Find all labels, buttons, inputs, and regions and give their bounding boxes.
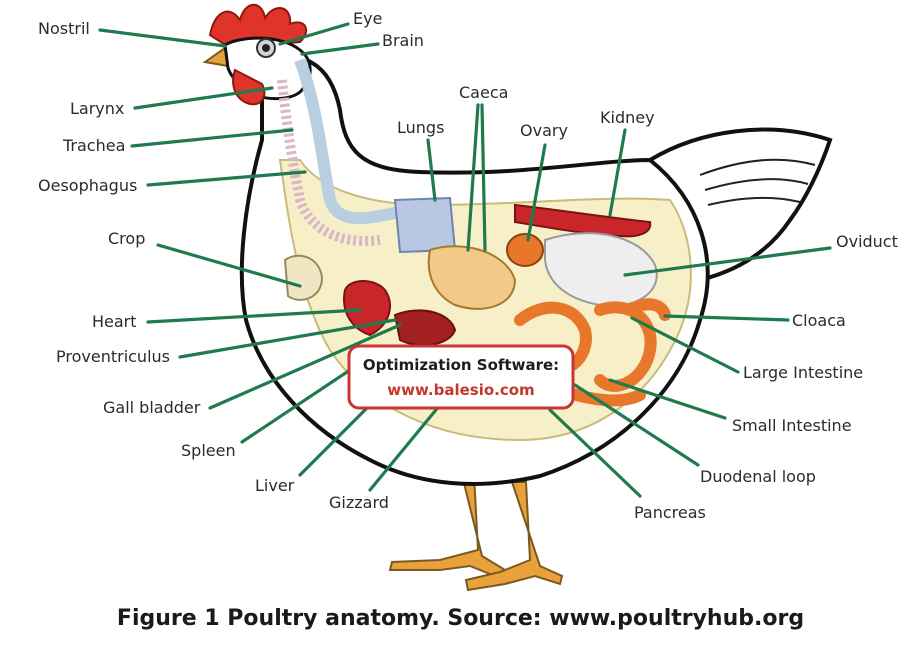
kidney-shape (514, 203, 652, 238)
tail-feather-lines (699, 158, 816, 206)
leader-duodenal-loop (573, 383, 700, 467)
label-eye: Eye (353, 9, 382, 28)
watermark-title: Optimization Software: (363, 356, 559, 374)
label-cloaca: Cloaca (792, 311, 846, 330)
label-nostril: Nostril (38, 19, 90, 38)
leader-liver (298, 398, 377, 477)
leader-oesophagus (146, 170, 307, 187)
label-gizzard: Gizzard (329, 493, 389, 512)
watermark: Optimization Software: www.balesio.com (347, 344, 575, 410)
label-pancreas: Pancreas (634, 503, 706, 522)
label-brain: Brain (382, 31, 424, 50)
leader-kidney (608, 128, 627, 217)
label-gall-bladder: Gall bladder (103, 398, 201, 417)
oviduct-shape (544, 232, 658, 307)
oesophagus-shape (294, 57, 412, 225)
anatomy-diagram: Optimization Software: www.balesio.com N… (38, 3, 898, 592)
label-heart: Heart (92, 312, 137, 331)
label-duodenal-loop: Duodenal loop (700, 467, 816, 486)
leader-small-intestine (608, 378, 727, 420)
label-larynx: Larynx (70, 99, 124, 118)
label-proventriculus: Proventriculus (56, 347, 170, 366)
ovary-shape (506, 233, 544, 267)
leader-crop (156, 243, 302, 288)
leader-larynx (133, 86, 274, 110)
leader-heart (146, 308, 362, 324)
leader-gall-bladder (208, 323, 402, 410)
label-liver: Liver (255, 476, 295, 495)
lungs-shape (393, 196, 457, 254)
leader-proventriculus (178, 318, 397, 359)
leader-ovary (526, 143, 547, 242)
watermark-url: www.balesio.com (387, 381, 534, 399)
leader-brain (300, 42, 380, 56)
label-kidney: Kidney (600, 108, 655, 127)
leader-pancreas (548, 408, 642, 498)
label-small-intestine: Small Intestine (732, 416, 852, 435)
leader-nostril (98, 28, 227, 48)
leader-trachea (130, 128, 294, 148)
label-lungs: Lungs (397, 118, 444, 137)
label-oesophagus: Oesophagus (38, 176, 137, 195)
labels: Nostril Eye Brain Larynx Trachea Oesopha… (38, 9, 898, 522)
label-oviduct: Oviduct (836, 232, 898, 251)
leader-large-intestine (630, 316, 740, 374)
leader-lines (98, 22, 832, 498)
leader-cloaca (663, 314, 790, 322)
head (202, 3, 312, 106)
figure-caption: Figure 1 Poultry anatomy. Source: www.po… (116, 606, 805, 631)
gizzard-shape (427, 245, 517, 310)
label-large-intestine: Large Intestine (743, 363, 863, 382)
leader-lungs (426, 138, 437, 202)
leader-caeca-a (466, 103, 480, 252)
label-caeca: Caeca (459, 83, 508, 102)
eye-pupil (262, 44, 270, 52)
leader-gizzard (368, 403, 442, 492)
chicken-illustration (202, 3, 833, 592)
leader-oviduct (623, 246, 832, 277)
label-spleen: Spleen (181, 441, 236, 460)
liver-shape (393, 309, 457, 347)
trachea-shape (277, 79, 381, 246)
label-ovary: Ovary (520, 121, 568, 140)
comb (208, 3, 308, 50)
crop-shape (283, 254, 324, 301)
label-trachea: Trachea (62, 136, 125, 155)
leader-eye (278, 22, 350, 46)
leader-caeca-b (480, 103, 487, 252)
label-crop: Crop (108, 229, 145, 248)
legs (388, 474, 564, 592)
watermark-box (347, 344, 575, 410)
leader-spleen (240, 368, 352, 444)
